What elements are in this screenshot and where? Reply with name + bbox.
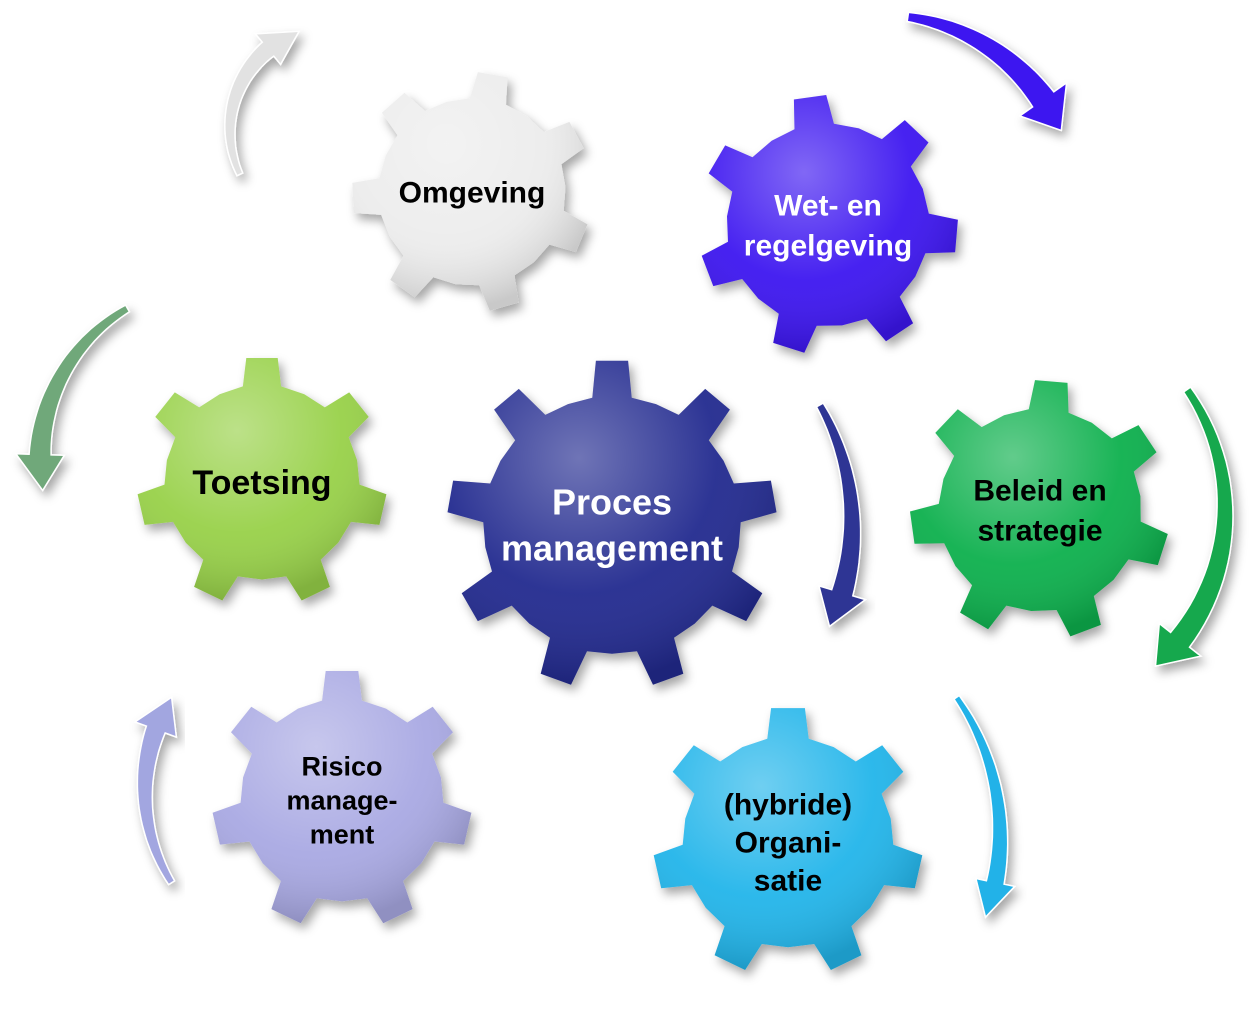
gear-label-hybride-organisatie: Organi- (735, 827, 842, 860)
arrow-beleid-icon (1154, 386, 1234, 668)
gear-proces-management: Proces management (447, 360, 777, 685)
gear-label-toetsing: Toetsing (192, 464, 331, 502)
gear-beleid-en-strategie: Beleid en strategie (910, 380, 1168, 637)
arrow-toetsing-icon (14, 304, 131, 492)
gear-label-proces-management: Proces (552, 482, 672, 523)
gear-label-hybride-organisatie: (hybride) (724, 789, 852, 822)
arrow-omgeving-icon (224, 30, 301, 177)
arrow-proces-icon (815, 402, 868, 628)
cycle-arrows (14, 11, 1234, 919)
gear-label-risico-management: ment (310, 820, 375, 850)
gear-label-omgeving: Omgeving (399, 177, 546, 210)
gear-toetsing: Toetsing (137, 358, 387, 601)
gear-omgeving: Omgeving (352, 72, 588, 311)
gear-gloss (910, 380, 1168, 637)
arrow-risico-icon (133, 695, 178, 886)
gear-gloss (653, 708, 923, 970)
gear-label-hybride-organisatie: satie (754, 865, 822, 898)
gear-label-risico-management: manage- (286, 786, 397, 816)
gear-gloss (352, 72, 588, 311)
gear-label-wet-en-regelgeving: regelgeving (744, 230, 912, 263)
gear-label-risico-management: Risico (301, 752, 382, 782)
gear-label-proces-management: management (501, 528, 723, 569)
gear-label-beleid-en-strategie: Beleid en (973, 475, 1106, 508)
gear-wet-en-regelgeving: Wet- en regelgeving (701, 95, 958, 353)
gear-gloss (447, 360, 777, 685)
arrow-wet-icon (906, 11, 1068, 132)
gear-gloss (212, 671, 472, 924)
gear-hybride-organisatie: (hybride) Organi-satie (653, 708, 923, 970)
gear-gloss (137, 358, 387, 601)
gear-risico-management: Risico manage-ment (212, 671, 472, 924)
arrow-organisatie-icon (952, 694, 1017, 919)
gear-gloss (701, 95, 958, 353)
gear-label-beleid-en-strategie: strategie (977, 515, 1102, 548)
gear-label-wet-en-regelgeving: Wet- en (774, 190, 882, 223)
